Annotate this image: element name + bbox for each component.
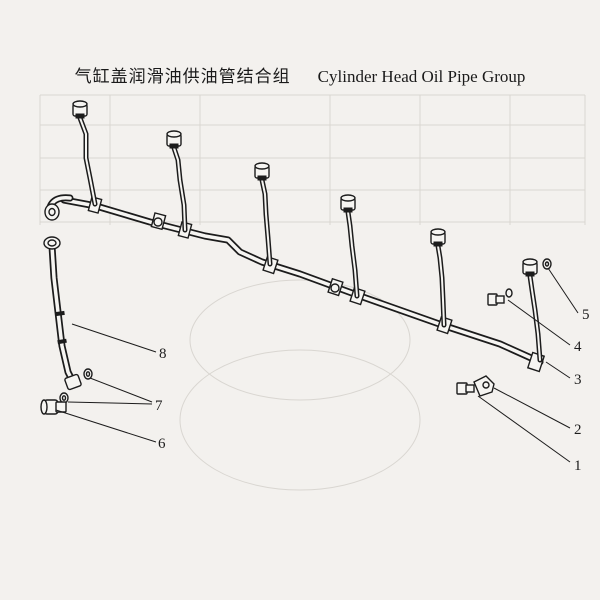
banjo-bolt bbox=[487, 288, 513, 306]
callout-labels: 1 2 3 4 5 6 7 8 bbox=[155, 307, 590, 474]
callout-2: 2 bbox=[574, 422, 582, 438]
o-rings bbox=[59, 368, 93, 404]
diagram-title: 气缸盖润滑油供油管结合组 Cylinder Head Oil Pipe Grou… bbox=[0, 62, 600, 87]
sealing-washer bbox=[542, 258, 552, 270]
pipe-clamp-bracket bbox=[473, 375, 495, 397]
left-elbow-fitting bbox=[44, 194, 74, 221]
banjo-fittings bbox=[72, 100, 538, 277]
callout-leaders bbox=[55, 267, 579, 463]
title-chinese: 气缸盖润滑油供油管结合组 bbox=[74, 67, 291, 87]
title-english: Cylinder Head Oil Pipe Group bbox=[317, 67, 526, 86]
bracket-bolt bbox=[456, 382, 475, 395]
callout-5: 5 bbox=[582, 307, 590, 323]
callout-6: 6 bbox=[158, 436, 166, 452]
callout-7: 7 bbox=[155, 398, 163, 414]
pipe-tee-junctions bbox=[87, 196, 546, 373]
callout-4: 4 bbox=[574, 339, 582, 355]
callout-3: 3 bbox=[574, 372, 582, 388]
inlet-connector bbox=[40, 399, 67, 415]
branch-supply-tubes bbox=[77, 115, 543, 363]
callout-1: 1 bbox=[574, 458, 582, 474]
background-ghost-grid bbox=[39, 94, 586, 491]
main-oil-pipe bbox=[60, 196, 544, 366]
inlet-pipe bbox=[43, 236, 82, 391]
callout-8: 8 bbox=[159, 346, 167, 362]
